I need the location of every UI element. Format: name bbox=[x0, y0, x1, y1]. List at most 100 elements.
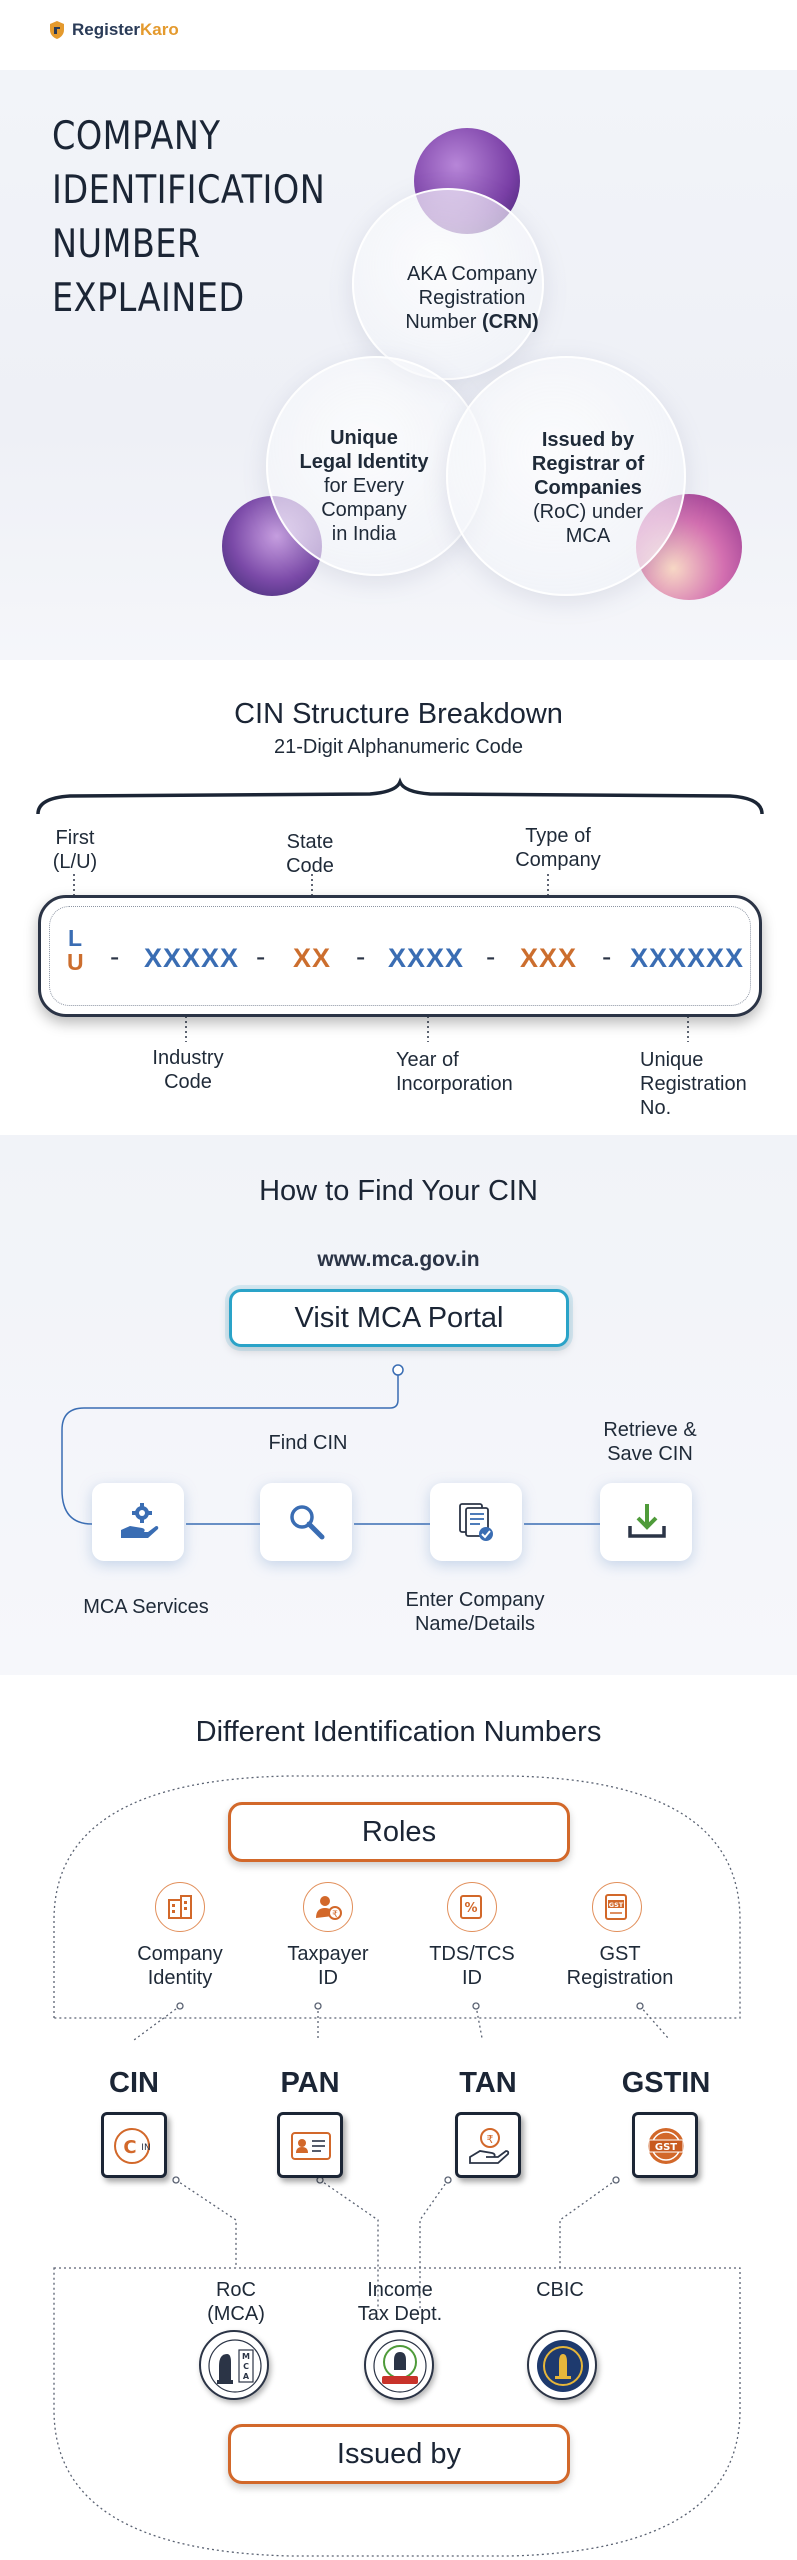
find-cin-section bbox=[0, 1135, 797, 1675]
circle-top-line1: AKA Company bbox=[406, 263, 538, 285]
label-state-line1: State bbox=[286, 831, 334, 853]
circle-right-line4: (RoC) under bbox=[532, 501, 644, 523]
circle-right-bold3: Companies bbox=[534, 477, 642, 499]
percent-document-icon: % bbox=[447, 1882, 497, 1932]
hero-title-line: EXPLAINED bbox=[52, 276, 245, 321]
label-year-line2: Incorporation bbox=[396, 1073, 513, 1095]
circle-top-line3: Number (CRN) bbox=[372, 310, 572, 334]
gear-hand-icon bbox=[121, 1503, 159, 1538]
label-first: First (L/U) bbox=[40, 826, 110, 874]
segment-unique: XXXXXX bbox=[630, 943, 745, 973]
svg-text:GST: GST bbox=[609, 1901, 624, 1909]
cin-code-inner-border bbox=[49, 906, 751, 1006]
svg-text:M: M bbox=[242, 2352, 250, 2361]
enter-details-line1: Enter Company bbox=[405, 1589, 545, 1611]
hero-title-line: NUMBER bbox=[52, 222, 201, 267]
role-label-company: Company Identity bbox=[110, 1942, 250, 1990]
svg-text:C: C bbox=[243, 2362, 249, 2371]
circle-top-line3-prefix: Number bbox=[405, 311, 483, 333]
mca-emblem-icon: M C A bbox=[199, 2330, 269, 2400]
segment-first-l: L bbox=[67, 925, 83, 951]
role-label-tds: TDS/TCS ID bbox=[402, 1942, 542, 1990]
document-check-icon bbox=[459, 1503, 493, 1541]
label-first-line1: First bbox=[55, 827, 95, 849]
circle-top-line2: Registration bbox=[418, 287, 526, 309]
structure-title: CIN Structure Breakdown bbox=[234, 698, 563, 730]
dash: - bbox=[602, 941, 612, 972]
issuer-label-income-tax: Income Tax Dept. bbox=[330, 2278, 470, 2326]
find-cin-label: Find CIN bbox=[268, 1432, 348, 1454]
label-unique-line1: Unique bbox=[640, 1049, 704, 1071]
label-industry-line2: Code bbox=[164, 1071, 212, 1093]
mca-url[interactable]: www.mca.gov.in bbox=[317, 1248, 480, 1271]
role-label-line: TDS/TCS bbox=[429, 1943, 515, 1965]
mca-services-label: MCA Services bbox=[83, 1596, 209, 1618]
role-label-line: Registration bbox=[566, 1967, 674, 1989]
hero-title-line: COMPANY bbox=[52, 114, 221, 159]
roles-pill: Roles bbox=[228, 1802, 570, 1862]
svg-text:₹: ₹ bbox=[332, 1910, 338, 1920]
segment-type: XXX bbox=[520, 943, 578, 973]
label-first-line2: (L/U) bbox=[52, 851, 98, 873]
circle-top-text: AKA Company Registration Number (CRN) bbox=[372, 262, 572, 334]
magnifier-icon bbox=[290, 1505, 325, 1540]
issuer-label-roc: RoC (MCA) bbox=[178, 2278, 294, 2326]
tan-hand-coin-icon: ₹ bbox=[455, 2112, 521, 2178]
brand-logo[interactable]: RegisterKaro bbox=[48, 20, 179, 40]
step-enter-details[interactable] bbox=[430, 1483, 522, 1561]
brand-name-part1: Register bbox=[72, 20, 141, 39]
id-name-tan: TAN bbox=[459, 2067, 517, 2099]
circle-left-line3: for Every bbox=[323, 475, 405, 497]
issuer-label-line: RoC bbox=[215, 2279, 256, 2301]
header: RegisterKaro bbox=[0, 0, 797, 70]
circle-right-line5: MCA bbox=[565, 525, 611, 547]
retrieve-label-line2: Save CIN bbox=[607, 1443, 693, 1465]
svg-text:IN: IN bbox=[141, 2143, 150, 2153]
circle-right-bold1: Issued by bbox=[541, 429, 635, 451]
circle-left-line5: in India bbox=[331, 523, 397, 545]
role-label-line: Company bbox=[137, 1943, 223, 1965]
segment-year: XXXX bbox=[388, 943, 465, 973]
label-state-line2: Code bbox=[286, 855, 334, 877]
cbic-emblem-icon bbox=[527, 2330, 597, 2400]
circle-right bbox=[446, 356, 686, 596]
svg-text:C: C bbox=[123, 2137, 136, 2158]
retrieve-label-line1: Retrieve & bbox=[603, 1419, 697, 1441]
label-industry-line1: Industry bbox=[152, 1047, 224, 1069]
dash: - bbox=[110, 941, 120, 972]
step-retrieve-save[interactable] bbox=[600, 1483, 692, 1561]
person-rupee-icon: ₹ bbox=[303, 1882, 353, 1932]
label-type-line2: Company bbox=[515, 849, 601, 871]
issuer-label-line: CBIC bbox=[536, 2279, 584, 2301]
id-name-cin: CIN bbox=[109, 2067, 159, 2099]
svg-text:GST: GST bbox=[655, 2142, 677, 2153]
structure-brace bbox=[36, 777, 764, 815]
issued-by-pill: Issued by bbox=[228, 2424, 570, 2484]
step-find-cin[interactable] bbox=[260, 1483, 352, 1561]
circle-right-bold2: Registrar of bbox=[531, 453, 645, 475]
cin-code-box bbox=[38, 895, 762, 1017]
enter-details-label: Enter Company Name/Details bbox=[380, 1588, 570, 1636]
label-unique-line2: Registration bbox=[640, 1073, 747, 1095]
label-year: Year of Incorporation bbox=[396, 1048, 544, 1096]
role-label-line: Taxpayer bbox=[287, 1943, 369, 1965]
pan-card-icon bbox=[277, 2112, 343, 2178]
segment-industry: XXXXX bbox=[144, 943, 240, 973]
circle-left-text: Unique Legal Identity for Every Company … bbox=[268, 426, 460, 546]
step-mca-services[interactable] bbox=[92, 1483, 184, 1561]
issuer-label-cbic: CBIC bbox=[500, 2278, 620, 2302]
id-name-pan: PAN bbox=[280, 2067, 340, 2099]
label-unique-line3: No. bbox=[640, 1097, 672, 1119]
svg-text:₹: ₹ bbox=[487, 2133, 494, 2146]
circle-left-line4: Company bbox=[321, 499, 407, 521]
label-year-line1: Year of bbox=[396, 1049, 459, 1071]
shield-logo-icon bbox=[50, 21, 64, 39]
download-icon bbox=[628, 1504, 666, 1538]
cin-icon: C IN bbox=[101, 2112, 167, 2178]
ids-dotted-frames bbox=[53, 1775, 741, 2557]
role-label-line: Identity bbox=[147, 1967, 213, 1989]
role-label-gst: GST Registration bbox=[548, 1942, 692, 1990]
gst-badge-icon: GST bbox=[632, 2112, 698, 2178]
visit-mca-portal-button[interactable]: Visit MCA Portal bbox=[229, 1289, 569, 1347]
label-type-line1: Type of bbox=[525, 825, 591, 847]
